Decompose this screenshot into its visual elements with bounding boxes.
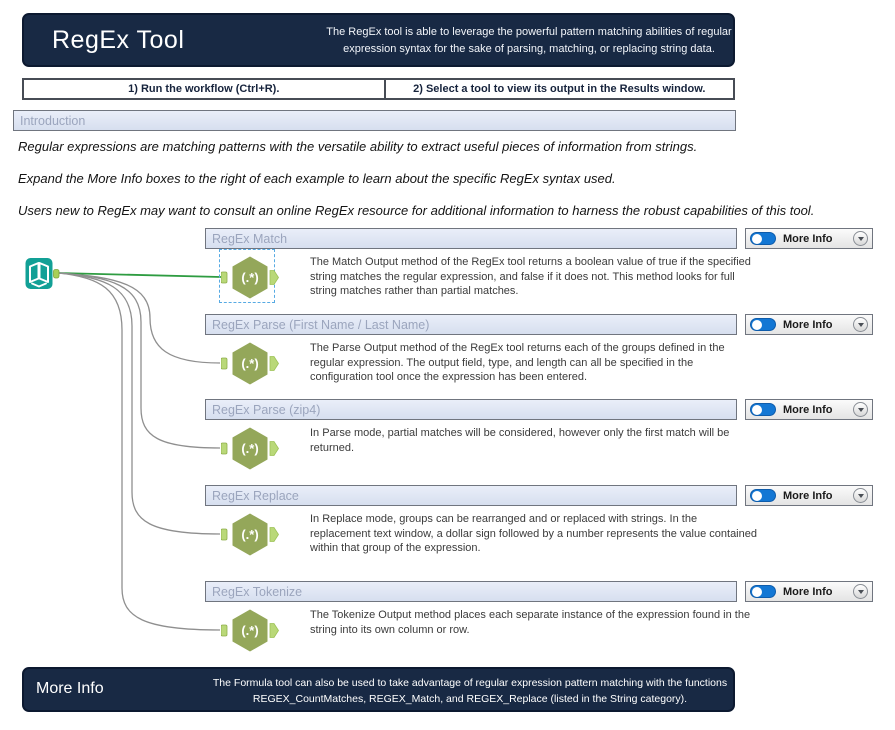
hexagon-icon <box>232 342 268 385</box>
more-info-control[interactable]: More Info <box>745 314 873 335</box>
tool-glyph: (.*) <box>241 270 258 285</box>
section-regex-tokenize: RegEx Tokenize More Info (.*) The Tokeni… <box>0 581 895 667</box>
header-banner: RegEx Tool The RegEx tool is able to lev… <box>22 13 735 67</box>
expand-button[interactable] <box>853 488 868 503</box>
more-info-control[interactable]: More Info <box>745 581 873 602</box>
instruction-step-2: 2) Select a tool to view its output in t… <box>413 83 706 95</box>
section-header: RegEx Tokenize <box>205 581 737 602</box>
text-input-tool[interactable] <box>25 257 60 290</box>
intro-paragraph: Users new to RegEx may want to consult a… <box>18 203 815 218</box>
input-anchor[interactable] <box>220 624 228 637</box>
input-anchor[interactable] <box>220 442 228 455</box>
more-info-toggle[interactable] <box>750 403 776 416</box>
section-regex-replace: RegEx Replace More Info (.*) In Replace … <box>0 485 895 571</box>
more-info-label: More Info <box>783 585 833 598</box>
section-description: In Replace mode, groups can be rearrange… <box>310 513 757 555</box>
tool-glyph: (.*) <box>241 441 258 456</box>
tool-glyph: (.*) <box>241 623 258 638</box>
expand-button[interactable] <box>853 402 868 417</box>
toggle-knob <box>751 490 762 501</box>
footer-title: More Info <box>36 680 104 697</box>
section-header: RegEx Parse (zip4) <box>205 399 737 420</box>
section-header: RegEx Replace <box>205 485 737 506</box>
instruction-step-1: 1) Run the workflow (Ctrl+R). <box>24 80 386 98</box>
section-header: RegEx Match <box>205 228 737 249</box>
regex-tool-match[interactable]: (.*) <box>220 255 279 301</box>
input-anchor[interactable] <box>220 357 228 370</box>
more-info-toggle[interactable] <box>750 585 776 598</box>
header-description: The RegEx tool is able to leverage the p… <box>326 26 732 56</box>
expand-button[interactable] <box>853 231 868 246</box>
hexagon-icon <box>232 609 268 652</box>
hexagon-icon <box>232 513 268 556</box>
chevron-down-icon <box>857 323 864 327</box>
intro-paragraph: Expand the More Info boxes to the right … <box>18 171 616 186</box>
more-info-control[interactable]: More Info <box>745 485 873 506</box>
regex-tool-tokenize[interactable]: (.*) <box>220 608 279 654</box>
more-info-label: More Info <box>783 489 833 502</box>
more-info-toggle[interactable] <box>750 318 776 331</box>
hexagon-icon <box>232 256 268 299</box>
tool-glyph: (.*) <box>241 527 258 542</box>
chevron-down-icon <box>857 237 864 241</box>
output-anchor[interactable] <box>53 269 60 279</box>
more-info-label: More Info <box>783 403 833 416</box>
more-info-control[interactable]: More Info <box>745 228 873 249</box>
section-regex-parse-zip4: RegEx Parse (zip4) More Info (.*) In Par… <box>0 399 895 485</box>
input-anchor[interactable] <box>220 528 228 541</box>
more-info-toggle[interactable] <box>750 232 776 245</box>
hexagon-icon <box>232 427 268 470</box>
section-description: The Match Output method of the RegEx too… <box>310 256 751 298</box>
output-anchor[interactable] <box>269 527 279 542</box>
section-description: In Parse mode, partial matches will be c… <box>310 427 730 454</box>
chevron-down-icon <box>857 408 864 412</box>
book-right-page <box>38 262 49 283</box>
more-info-label: More Info <box>783 318 833 331</box>
expand-button[interactable] <box>853 317 868 332</box>
output-anchor[interactable] <box>269 270 279 285</box>
toggle-knob <box>751 586 762 597</box>
toggle-knob <box>751 319 762 330</box>
page-title: RegEx Tool <box>52 26 185 54</box>
section-regex-match: RegEx Match More Info (.*) The Match Out… <box>0 228 895 314</box>
book-ribbon <box>31 282 47 288</box>
more-info-label: More Info <box>783 232 833 245</box>
intro-paragraph: Regular expressions are matching pattern… <box>18 139 698 154</box>
toggle-knob <box>751 233 762 244</box>
tool-glyph: (.*) <box>241 356 258 371</box>
footer-banner: More Info The Formula tool can also be u… <box>22 667 735 712</box>
input-anchor[interactable] <box>220 271 228 284</box>
chevron-down-icon <box>857 590 864 594</box>
section-description: The Parse Output method of the RegEx too… <box>310 342 725 384</box>
section-header: RegEx Parse (First Name / Last Name) <box>205 314 737 335</box>
instruction-strip: 1) Run the workflow (Ctrl+R). 2) Select … <box>22 78 735 100</box>
toggle-knob <box>751 404 762 415</box>
regex-tool-parse-zip4[interactable]: (.*) <box>220 426 279 472</box>
introduction-bar: Introduction <box>13 110 736 131</box>
output-anchor[interactable] <box>269 441 279 456</box>
regex-tool-replace[interactable]: (.*) <box>220 512 279 558</box>
more-info-toggle[interactable] <box>750 489 776 502</box>
output-anchor[interactable] <box>269 623 279 638</box>
output-anchor[interactable] <box>269 356 279 371</box>
section-description: The Tokenize Output method places each s… <box>310 609 751 636</box>
more-info-control[interactable]: More Info <box>745 399 873 420</box>
expand-button[interactable] <box>853 584 868 599</box>
regex-tool-parse-name[interactable]: (.*) <box>220 341 279 387</box>
footer-text: The Formula tool can also be used to tak… <box>212 677 728 705</box>
chevron-down-icon <box>857 494 864 498</box>
section-regex-parse-name: RegEx Parse (First Name / Last Name) Mor… <box>0 314 895 400</box>
